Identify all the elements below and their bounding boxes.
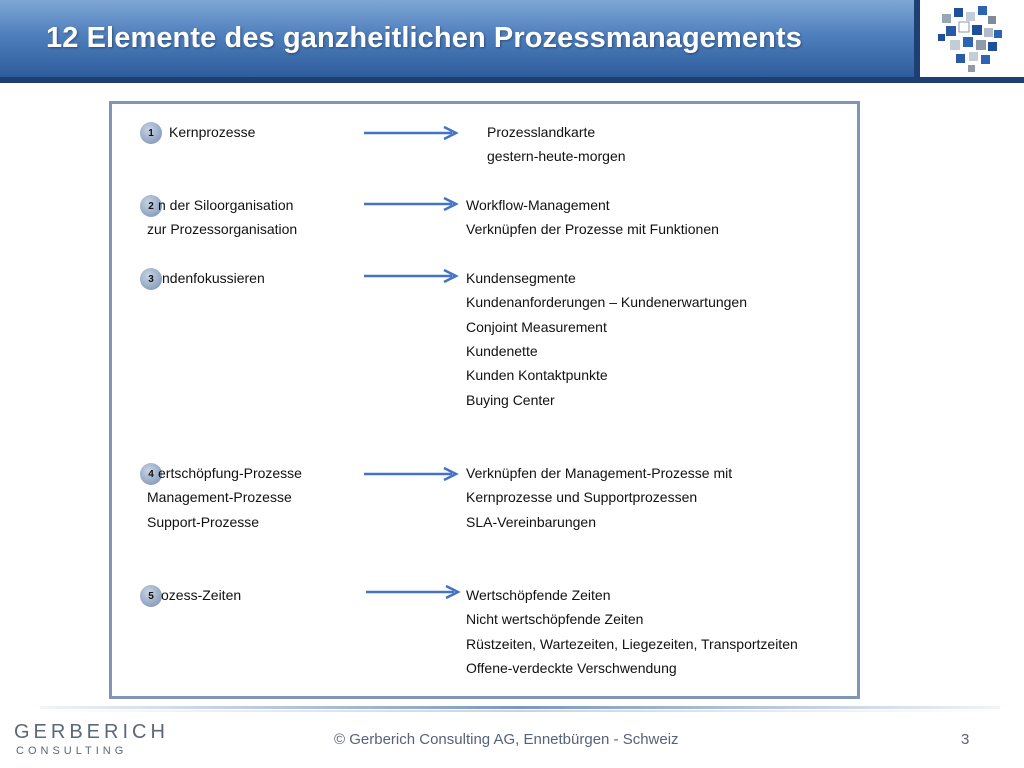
item-right-text: Wertschöpfende Zeiten	[466, 587, 611, 603]
item-number-badge: 4	[140, 463, 162, 485]
arrow-right-icon	[364, 126, 459, 140]
item-right-text: Buying Center	[466, 392, 555, 408]
item-right-text: Kundensegmente	[466, 270, 576, 286]
title-bar: 12 Elemente des ganzheitlichen Prozessma…	[0, 0, 914, 77]
item-right-text: Offene-verdeckte Verschwendung	[466, 660, 677, 676]
item-number-badge: 2	[140, 195, 162, 217]
item-right-text: Workflow-Management	[466, 197, 610, 213]
brand-logo-subtext: CONSULTING	[16, 745, 128, 757]
item-right-text: Rüstzeiten, Wartezeiten, Liegezeiten, Tr…	[466, 636, 798, 652]
item-right-text: Kundenanforderungen – Kundenerwartungen	[466, 294, 748, 310]
page-title: 12 Elemente des ganzheitlichen Prozessma…	[46, 22, 802, 54]
item-left-text: ozess-Zeiten	[161, 587, 242, 603]
logo-area	[914, 0, 1024, 77]
item-right-text: Kundenette	[466, 343, 538, 359]
item-right-text: gestern-heute-morgen	[487, 148, 626, 164]
item-left-text: ertschöpfung-Prozesse	[158, 465, 302, 481]
item-right-text: Kernprozesse und Supportprozessen	[466, 489, 698, 505]
item-number-badge: 3	[140, 268, 162, 290]
footer-divider	[40, 706, 1000, 709]
copyright-text: © Gerberich Consulting AG, Ennetbürgen -…	[334, 731, 679, 748]
item-right-text: Prozesslandkarte	[487, 124, 596, 140]
arrow-right-icon	[364, 197, 459, 211]
item-left-text: Management-Prozesse	[147, 489, 292, 505]
item-left-text: n der Siloorganisation	[158, 197, 294, 213]
item-number-badge: 1	[140, 122, 162, 144]
title-underline	[0, 77, 1024, 83]
item-right-text: Verknüpfen der Prozesse mit Funktionen	[466, 221, 719, 237]
page-number: 3	[961, 731, 970, 748]
item-number-badge: 5	[140, 585, 162, 607]
content-box: 1 Kernprozesse Prozesslandkarte gestern-…	[109, 101, 860, 699]
arrow-right-icon	[366, 585, 461, 599]
item-right-text: SLA-Vereinbarungen	[466, 514, 596, 530]
arrow-right-icon	[364, 467, 459, 481]
item-left-text: Support-Prozesse	[147, 514, 260, 530]
footer-divider-shadow	[40, 710, 1000, 712]
item-left-text: Kernprozesse	[169, 124, 256, 140]
brand-logo-text: GERBERICH	[14, 721, 169, 743]
item-right-text: Kunden Kontaktpunkte	[466, 367, 608, 383]
cube-cluster-icon	[938, 6, 1002, 72]
item-right-text: Nicht wertschöpfende Zeiten	[466, 611, 644, 627]
arrow-right-icon	[364, 269, 459, 283]
item-right-text: Conjoint Measurement	[466, 319, 607, 335]
item-left-text: ndenfokussieren	[162, 270, 265, 286]
item-right-text: Verknüpfen der Management-Prozesse mit	[466, 465, 733, 481]
item-left-text: zur Prozessorganisation	[147, 221, 298, 237]
